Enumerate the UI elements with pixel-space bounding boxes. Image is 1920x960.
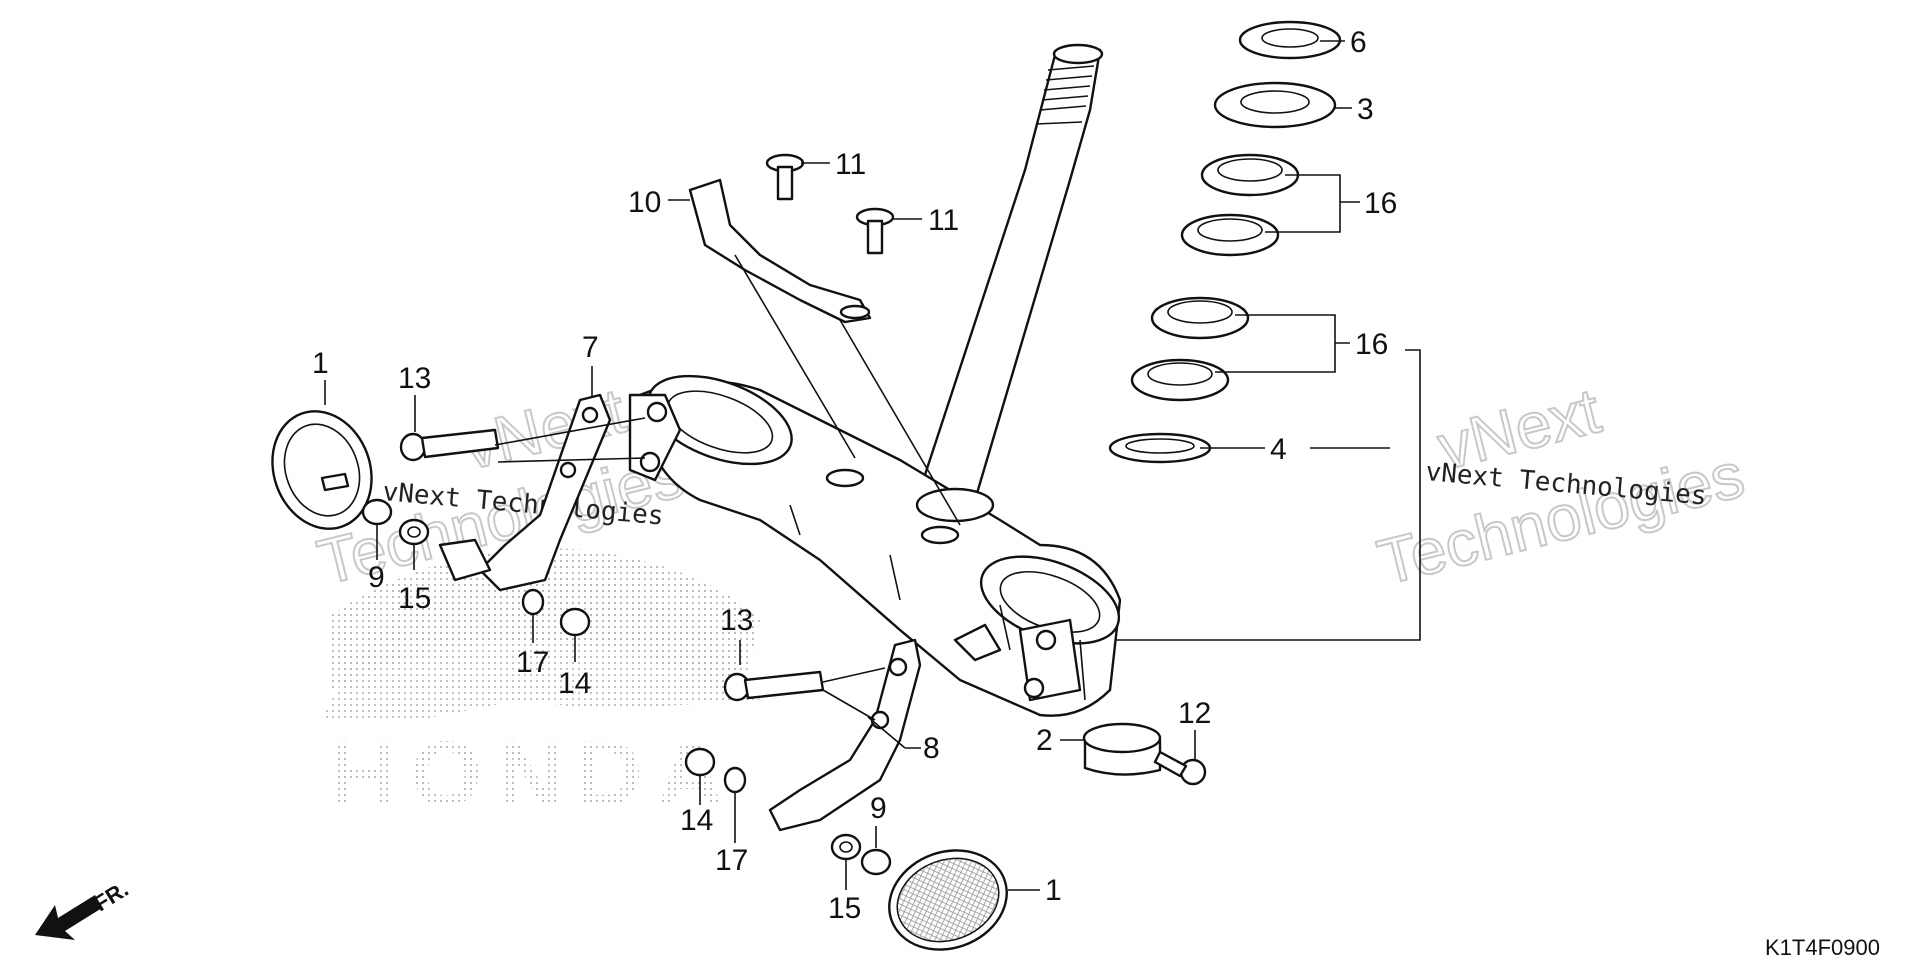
washer-15-lower <box>830 833 862 861</box>
callout-17-lower: 17 <box>715 844 748 877</box>
callout-12: 12 <box>1178 697 1211 730</box>
callout-9-left: 9 <box>368 561 385 594</box>
bottom-bridge <box>628 374 1122 717</box>
callout-6: 6 <box>1350 26 1367 59</box>
front-direction-arrow: FR. <box>35 876 133 940</box>
callout-15-left: 15 <box>398 582 431 615</box>
arrow-left-down-icon <box>35 895 102 940</box>
callout-8: 8 <box>923 732 940 765</box>
callout-4: 4 <box>1270 433 1287 466</box>
callout-1-left: 1 <box>312 347 329 380</box>
callouts: 1 13 7 9 15 17 14 10 11 11 13 8 14 17 9 … <box>312 26 1397 925</box>
callout-9-right: 9 <box>870 792 887 825</box>
screw-11-top <box>765 153 805 201</box>
callout-11-top: 11 <box>835 148 866 181</box>
callout-11-mid: 11 <box>928 204 959 237</box>
callout-13-upper: 13 <box>398 362 431 395</box>
nut-9-left <box>361 498 393 526</box>
bracket-7 <box>438 393 612 592</box>
callout-1-right: 1 <box>1045 874 1062 907</box>
nut-9-right <box>860 848 892 876</box>
callout-15-lower: 15 <box>828 892 861 925</box>
screw-11-mid <box>855 207 895 255</box>
cap-1-right <box>888 849 1008 951</box>
steering-stem <box>918 43 1104 502</box>
callout-13-lower: 13 <box>720 604 753 637</box>
callout-17-left: 17 <box>516 646 549 679</box>
cable-guide <box>688 178 872 324</box>
leader-lines <box>324 40 1421 891</box>
callout-16-upper: 16 <box>1364 187 1397 220</box>
washer-17-lower <box>723 766 747 794</box>
honda-logo-watermark: HONDA <box>320 548 760 825</box>
clamp-2 <box>1082 722 1162 776</box>
callout-14-left: 14 <box>558 667 591 700</box>
callout-3: 3 <box>1357 93 1374 126</box>
nut-14-left <box>559 607 591 637</box>
washer-17-left <box>521 588 545 616</box>
cap-1-left <box>271 410 373 530</box>
callout-7: 7 <box>582 331 599 364</box>
bolt-13-upper <box>399 428 500 462</box>
callout-2: 2 <box>1036 724 1053 757</box>
bracket-8 <box>768 638 922 832</box>
nut-14-lower <box>684 747 716 777</box>
callout-10: 10 <box>628 186 661 219</box>
callout-14-lower: 14 <box>680 804 713 837</box>
honda-logo-text: HONDA <box>330 723 737 825</box>
watermark-right: vNext Technologies vNext Technologies <box>1370 373 1752 599</box>
bearing-stack <box>1108 20 1342 464</box>
bolt-12 <box>1153 750 1207 786</box>
bolt-13-lower <box>723 670 825 702</box>
part-code: K1T4F0900 <box>1765 935 1880 960</box>
washer-15-left <box>398 518 430 546</box>
callout-16-lower: 16 <box>1355 328 1388 361</box>
